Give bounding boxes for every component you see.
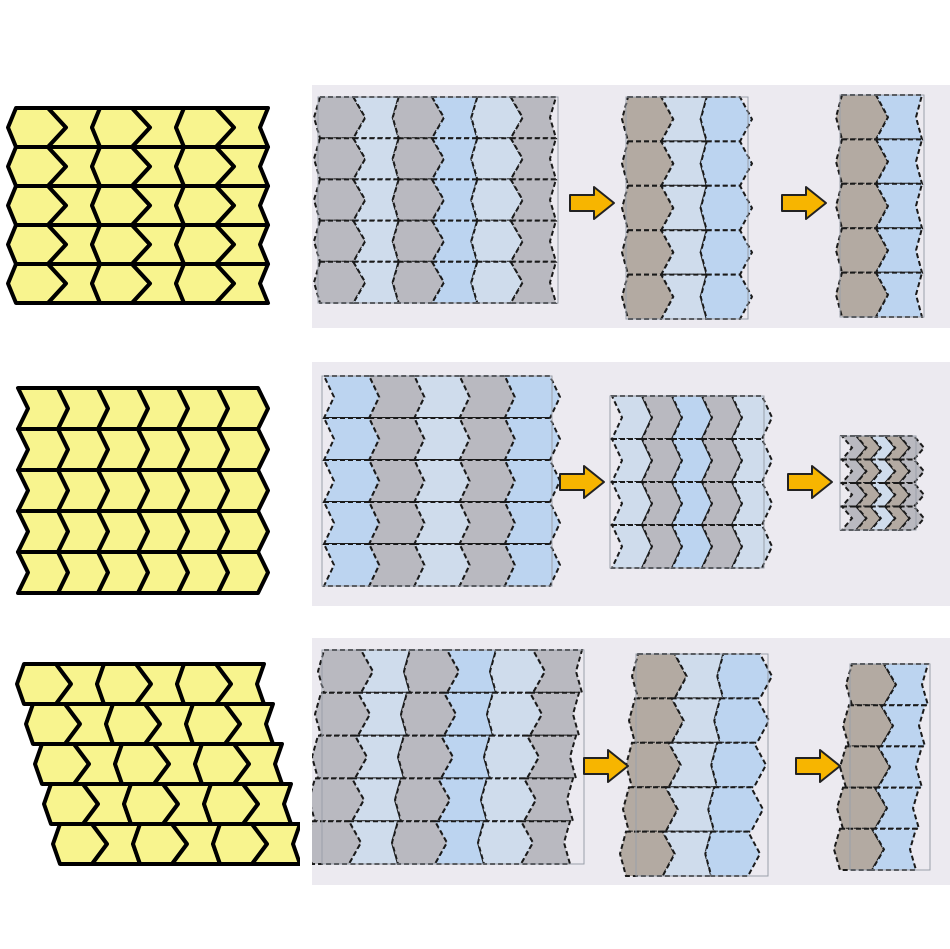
- paper-facet: [873, 786, 921, 830]
- paper-facet: [879, 704, 927, 748]
- paper-facet: [699, 96, 754, 143]
- paper-facet: [508, 137, 558, 181]
- paper-sheet-outline: [625, 96, 749, 320]
- paper-facet: [730, 481, 774, 526]
- paper-facet: [710, 741, 768, 789]
- crease-pattern-3-svg: [15, 662, 300, 866]
- paper-facet: [640, 395, 684, 440]
- paper-facet: [508, 96, 558, 140]
- paper-facet: [730, 524, 774, 569]
- crease-cell: [216, 550, 270, 595]
- paper-facet: [670, 524, 714, 569]
- paper-sheet-outline: [635, 653, 769, 877]
- paper-facet: [897, 482, 926, 508]
- photo-content: [312, 362, 950, 606]
- arrow-right-icon: [559, 465, 605, 499]
- paper-sheet-outline: [839, 94, 925, 318]
- paper-sheet: [312, 96, 559, 304]
- paper-facet: [700, 438, 744, 483]
- paper-facet: [730, 438, 774, 483]
- crease-cell: [214, 262, 270, 305]
- paper-sheet-outline: [849, 663, 931, 871]
- paper-sheet: [834, 94, 925, 318]
- photo-panel-2-svg: [312, 362, 950, 606]
- paper-sheet: [312, 649, 585, 865]
- arrow-right-icon: [795, 749, 841, 783]
- paper-facet: [640, 438, 684, 483]
- crease-cells: [16, 386, 270, 595]
- paper-facet: [610, 524, 654, 569]
- photo-panel-3: [312, 638, 950, 885]
- crease-cell: [250, 822, 300, 866]
- paper-facet: [700, 395, 744, 440]
- paper-sheet: [620, 96, 754, 320]
- paper-sheet: [609, 395, 774, 569]
- paper-facet: [670, 395, 714, 440]
- paper-sheet-outline: [317, 96, 559, 304]
- paper-facet: [897, 458, 926, 484]
- paper-sheet-outline: [839, 435, 917, 531]
- paper-sheet: [839, 435, 926, 531]
- paper-facet: [704, 830, 762, 877]
- paper-sheet: [321, 375, 562, 587]
- photo-panel-1-svg: [312, 85, 950, 328]
- paper-facet: [610, 481, 654, 526]
- paper-facet: [519, 820, 572, 865]
- paper-facet: [508, 219, 558, 263]
- paper-facet: [707, 786, 765, 833]
- paper-facet: [713, 697, 771, 744]
- paper-facet: [699, 229, 754, 276]
- paper-facet: [876, 745, 924, 789]
- paper-facet: [670, 481, 714, 526]
- photo-panel-1: [312, 85, 950, 328]
- paper-facet: [670, 438, 714, 483]
- paper-facet: [528, 691, 581, 737]
- row-1: [0, 0, 950, 330]
- photo-panel-3-svg: [312, 638, 950, 885]
- arrow-right-icon: [781, 186, 827, 220]
- crease-pattern-1: [0, 0, 300, 330]
- paper-facet: [522, 777, 575, 823]
- arrow-right-icon: [583, 749, 629, 783]
- paper-facet: [640, 481, 684, 526]
- paper-facet: [699, 184, 754, 232]
- paper-facet: [700, 481, 744, 526]
- paper-facet: [897, 505, 926, 531]
- photo-panel-2: [312, 362, 950, 606]
- photo-content: [312, 85, 950, 328]
- paper-facet: [699, 140, 754, 187]
- paper-facet: [870, 827, 918, 871]
- crease-pattern-2-svg: [16, 386, 270, 595]
- row-3: [0, 620, 950, 949]
- paper-sheet: [618, 653, 774, 877]
- crease-cells: [6, 106, 270, 305]
- paper-facet: [874, 94, 924, 141]
- paper-facet: [897, 435, 926, 461]
- paper-facet: [730, 395, 774, 440]
- paper-facet: [700, 524, 744, 569]
- crease-pattern-3: [0, 620, 300, 949]
- crease-pattern-1-svg: [6, 106, 270, 305]
- paper-sheet-outline: [321, 375, 553, 587]
- arrow-right-icon: [569, 186, 615, 220]
- photo-content: [312, 638, 950, 885]
- row-2: [0, 330, 950, 620]
- crease-pattern-2: [0, 330, 300, 620]
- crease-cells: [15, 662, 300, 866]
- paper-facet: [525, 734, 578, 780]
- paper-facet: [610, 395, 654, 440]
- arrow-right-icon: [787, 465, 833, 499]
- paper-facet: [640, 524, 684, 569]
- paper-sheet-outline: [609, 395, 765, 569]
- paper-facet: [699, 273, 754, 320]
- paper-sheet: [832, 663, 931, 871]
- paper-facet: [610, 438, 654, 483]
